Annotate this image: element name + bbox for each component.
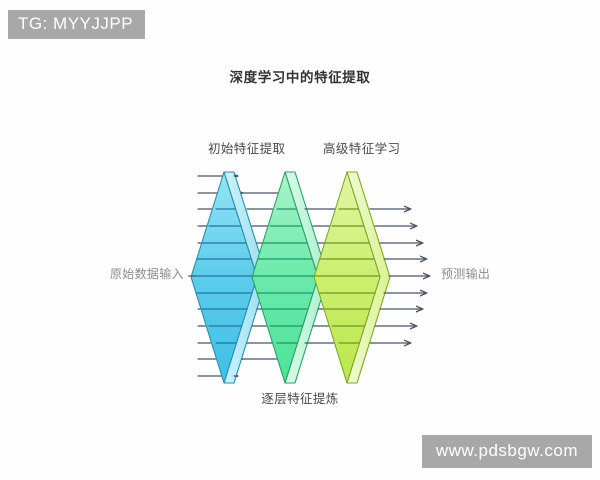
- page-title: 深度学习中的特征提取: [229, 70, 371, 85]
- stage-label-initial-feature-extraction: 初始特征提取: [208, 142, 286, 156]
- input-label: 原始数据输入: [110, 267, 184, 281]
- stage-label-advanced-feature-learning: 高级特征学习: [323, 142, 401, 156]
- blue-layer-front-face: [190, 171, 258, 384]
- yellow-green-layer: [313, 171, 391, 384]
- yellow-green-layer-front-face: [313, 171, 381, 384]
- diagram-caption: 逐层特征提炼: [261, 392, 339, 406]
- output-arrow-group: [369, 209, 431, 343]
- watermark-top-left: TG: MYYJJPP: [8, 10, 146, 39]
- watermark-bottom-right: www.pdsbgw.com: [421, 435, 592, 468]
- output-label: 预测输出: [441, 267, 491, 281]
- yellow-green-layer-inner-arrows: [314, 209, 380, 343]
- green-layer-front-face: [251, 171, 319, 384]
